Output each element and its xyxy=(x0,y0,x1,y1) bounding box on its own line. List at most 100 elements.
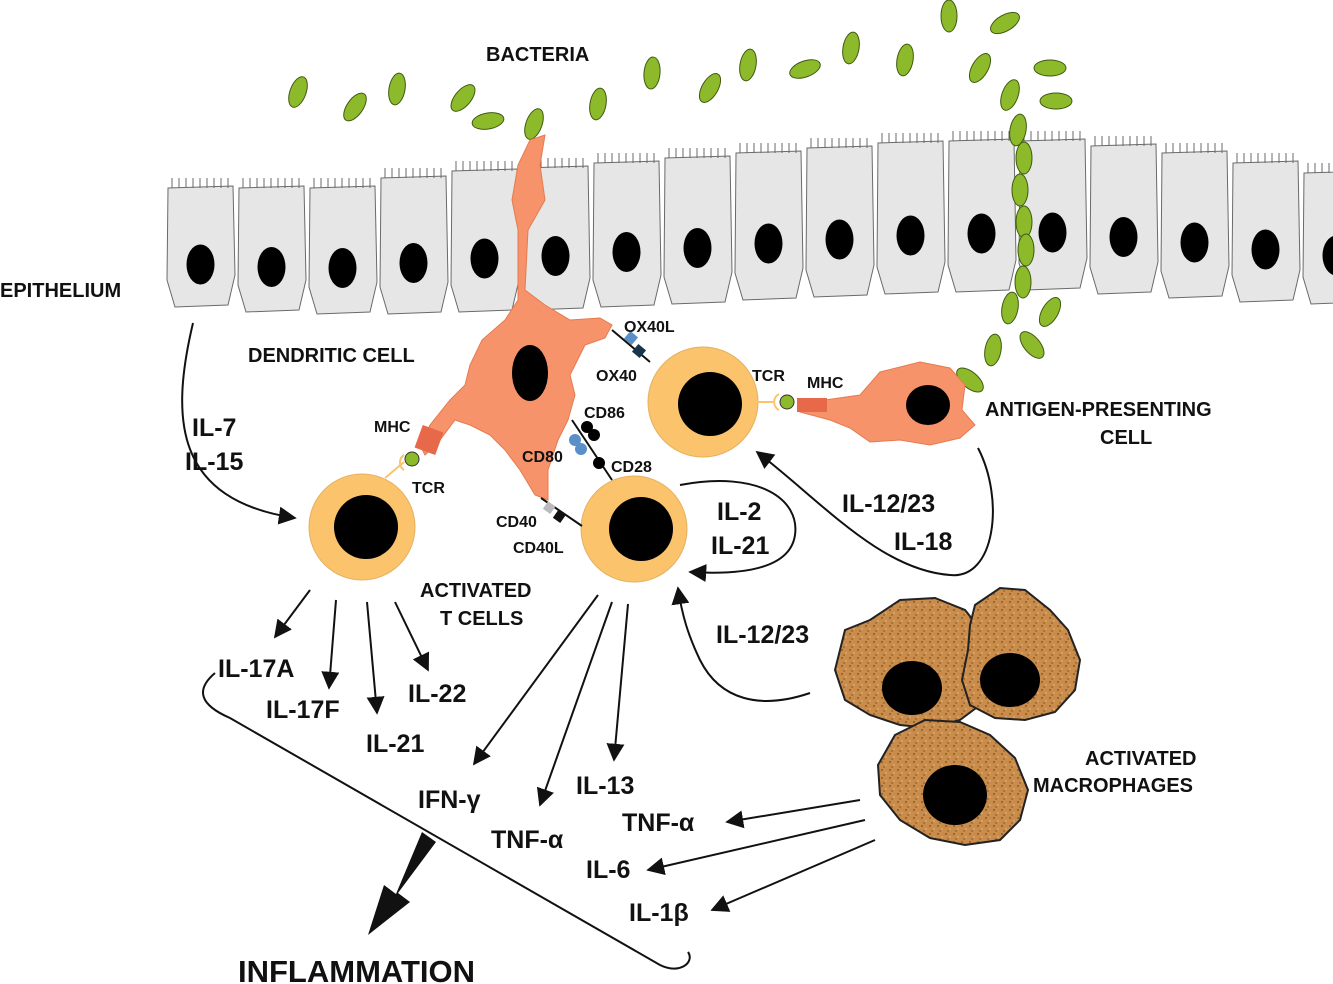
arrow-il21 xyxy=(366,601,385,715)
tcr-left-connector xyxy=(384,451,420,479)
bacteria-group xyxy=(288,0,1073,393)
arrow-mac-to-tcell xyxy=(671,586,811,702)
epithelial-nucleus xyxy=(399,243,428,283)
epithelial-nucleus xyxy=(186,244,215,285)
il17a-label: IL-17A xyxy=(218,655,294,683)
arrow-tnfa-mac xyxy=(725,799,861,829)
epithelial-nucleus xyxy=(1109,217,1138,257)
epithelial-nucleus xyxy=(328,248,357,288)
t-cell-middle xyxy=(580,475,688,583)
il21-label: IL-21 xyxy=(366,730,424,758)
t-cell-middle-nucleus xyxy=(609,497,673,561)
bacterium xyxy=(343,92,367,122)
microvilli xyxy=(455,161,513,171)
microvilli xyxy=(1094,136,1152,146)
epithelial-nucleus xyxy=(1251,229,1280,270)
bacterium xyxy=(739,48,757,82)
activated-t-label-line1: ACTIVATED xyxy=(420,580,531,602)
tnfa-mac-label: TNF-α xyxy=(622,809,695,837)
il7-label: IL-7 xyxy=(192,414,236,442)
arrows xyxy=(181,322,994,970)
epithelium-label: EPITHELIUM xyxy=(0,280,121,302)
il12-23-apc-label: IL-12/23 xyxy=(842,490,935,518)
inflammation-label: INFLAMMATION xyxy=(238,954,475,984)
arrow-il22 xyxy=(394,601,430,672)
epithelial-cell xyxy=(1302,171,1333,305)
macrophages-label-line1: ACTIVATED xyxy=(1085,748,1196,770)
cd28-label: CD28 xyxy=(611,459,652,476)
epithelial-nucleus xyxy=(612,232,641,272)
microvilli xyxy=(739,143,797,153)
bacterium xyxy=(1009,113,1027,147)
macrophage-right-nucleus xyxy=(980,653,1040,707)
bacterium xyxy=(1033,59,1067,77)
apc-nucleus xyxy=(906,385,950,425)
t-cell-left-nucleus xyxy=(334,495,398,559)
microvilli xyxy=(1165,143,1223,153)
cd80-label: CD80 xyxy=(522,449,563,466)
arrow-ifng xyxy=(472,594,599,766)
arrow-tnfa-t xyxy=(536,601,613,807)
il18-label: IL-18 xyxy=(894,528,952,556)
antigen-presenting-cell xyxy=(797,361,976,446)
epithelial-nucleus xyxy=(541,236,570,276)
macrophages-label-line2: MACROPHAGES xyxy=(1033,775,1193,797)
bracket-line xyxy=(202,672,691,970)
bacterium xyxy=(1015,141,1033,175)
microvilli xyxy=(313,178,371,188)
t-cell-right xyxy=(647,346,759,458)
epithelial-nucleus xyxy=(1322,236,1333,275)
il13-label: IL-13 xyxy=(576,772,634,800)
microvilli xyxy=(1236,153,1294,163)
macrophage-left-nucleus xyxy=(882,661,942,715)
tnfa-t-label: TNF-α xyxy=(491,826,564,854)
macrophage-bottom-nucleus xyxy=(923,765,987,825)
arrow-il17f xyxy=(321,599,340,690)
activated-macrophages xyxy=(833,586,1082,847)
epithelial-nucleus xyxy=(967,213,996,254)
cd86-label: CD86 xyxy=(584,405,625,422)
cd86-cd80-cd28 xyxy=(569,419,613,481)
bacterium xyxy=(968,53,992,83)
arrow-apc-to-tcell xyxy=(755,447,994,577)
mhc-left-label: MHC xyxy=(374,419,411,436)
activated-t-label-line2: T CELLS xyxy=(440,608,523,630)
microvilli xyxy=(952,131,1010,141)
bacterium xyxy=(1011,173,1029,207)
tcr-right-label: TCR xyxy=(752,368,785,385)
bacterium xyxy=(1019,331,1045,359)
arrow-epithelium-to-tcell xyxy=(181,322,297,525)
epithelial-nucleus xyxy=(1038,212,1067,253)
epithelial-nucleus xyxy=(754,223,783,264)
dendritic-cell-body xyxy=(419,134,613,501)
arrow-il2-loop xyxy=(679,480,797,582)
bacterium xyxy=(1039,92,1073,110)
bacterium xyxy=(589,87,607,121)
il2-label: IL-2 xyxy=(717,498,761,526)
arrow-il1b xyxy=(710,839,876,912)
epithelial-nucleus xyxy=(683,228,712,268)
bacterium xyxy=(896,43,914,77)
bacterium xyxy=(1000,79,1020,111)
microvilli xyxy=(1307,163,1330,173)
cd40-pair xyxy=(540,497,583,527)
dendritic-cell xyxy=(419,134,613,501)
bacterium xyxy=(1001,291,1019,325)
bacterium xyxy=(789,59,821,79)
arrow-il13 xyxy=(606,603,629,762)
microvilli xyxy=(171,178,229,188)
bacteria-label: BACTERIA xyxy=(486,44,589,66)
t-cell-left xyxy=(308,473,416,581)
ox40l-label: OX40L xyxy=(624,319,675,336)
tcr-left-label: TCR xyxy=(412,480,445,497)
bacterium xyxy=(1038,297,1062,327)
apc-label-line1: ANTIGEN-PRESENTING xyxy=(985,399,1212,421)
epithelial-nucleus xyxy=(470,238,499,279)
il21-loop-label: IL-21 xyxy=(711,532,769,560)
bacterium xyxy=(940,0,958,33)
epithelial-nucleus xyxy=(1180,222,1209,263)
mhc-left-receptor xyxy=(414,424,444,456)
bacterium xyxy=(643,56,661,90)
apc-label-line2: CELL xyxy=(1100,427,1152,449)
